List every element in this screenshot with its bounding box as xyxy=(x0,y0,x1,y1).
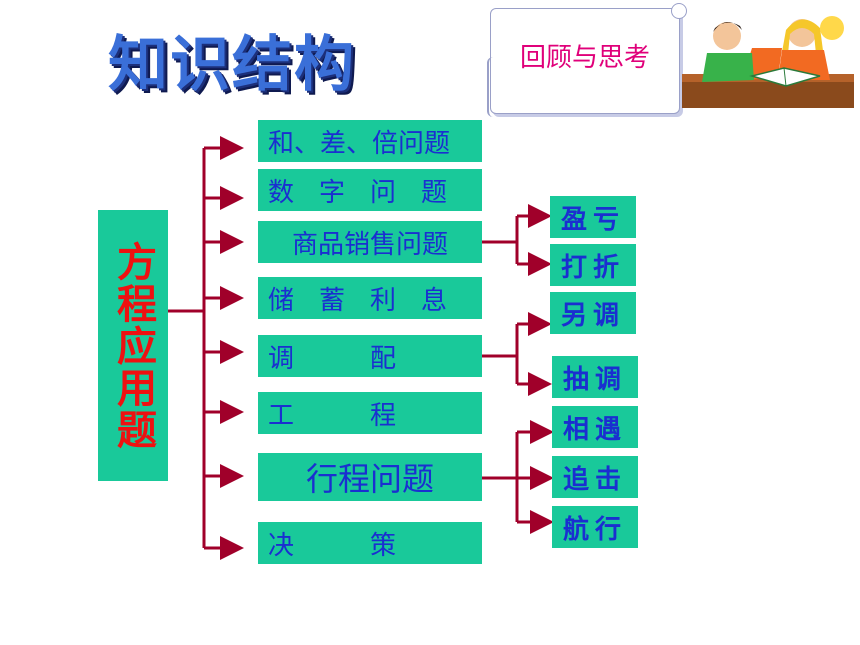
topic-decision: 决 策 xyxy=(258,522,482,564)
topic-label-spread: 决 策 xyxy=(268,530,397,561)
topic-label-spread: 工 程 xyxy=(268,400,397,431)
topic-label: 行程问题 xyxy=(305,460,434,498)
subtopic-transfer-in: 另调 xyxy=(550,292,636,334)
root-node: 方程应用题 xyxy=(98,210,168,481)
topic-travel-problem: 行程问题 xyxy=(258,453,482,501)
topic-label-spread: 调 配 xyxy=(268,343,397,374)
topic-number-problem: 数 字 问 题 xyxy=(258,169,482,211)
topic-sales-problem: 商品销售问题 xyxy=(258,221,482,263)
topic-engineering: 工 程 xyxy=(258,392,482,434)
subtopic-meeting: 相遇 xyxy=(552,406,638,448)
review-scroll: 回顾与思考 xyxy=(487,3,687,117)
topic-savings-interest: 储 蓄 利 息 xyxy=(258,277,482,319)
topic-label-spread: 数 字 问 题 xyxy=(268,177,448,208)
children-reading-illustration xyxy=(682,16,854,108)
topic-label: 和、差、倍问题 xyxy=(268,128,451,159)
topic-sum-difference-multiple: 和、差、倍问题 xyxy=(258,120,482,162)
topic-allocation: 调 配 xyxy=(258,335,482,377)
subtopic-profit-loss: 盈亏 xyxy=(550,196,636,238)
root-label: 方程应用题 xyxy=(110,240,156,451)
page-title: 知识结构 xyxy=(108,30,356,100)
subtopic-transfer-out: 抽调 xyxy=(552,356,638,398)
topic-label-spread: 储 蓄 利 息 xyxy=(268,285,448,316)
subtopic-discount: 打折 xyxy=(550,244,636,286)
scroll-curl-left xyxy=(487,57,499,117)
topic-label: 商品销售问题 xyxy=(291,229,448,260)
subtopic-navigation: 航行 xyxy=(552,506,638,548)
scroll-curl xyxy=(671,3,687,19)
review-label: 回顾与思考 xyxy=(519,43,650,73)
subtopic-pursuit: 追击 xyxy=(552,456,638,498)
